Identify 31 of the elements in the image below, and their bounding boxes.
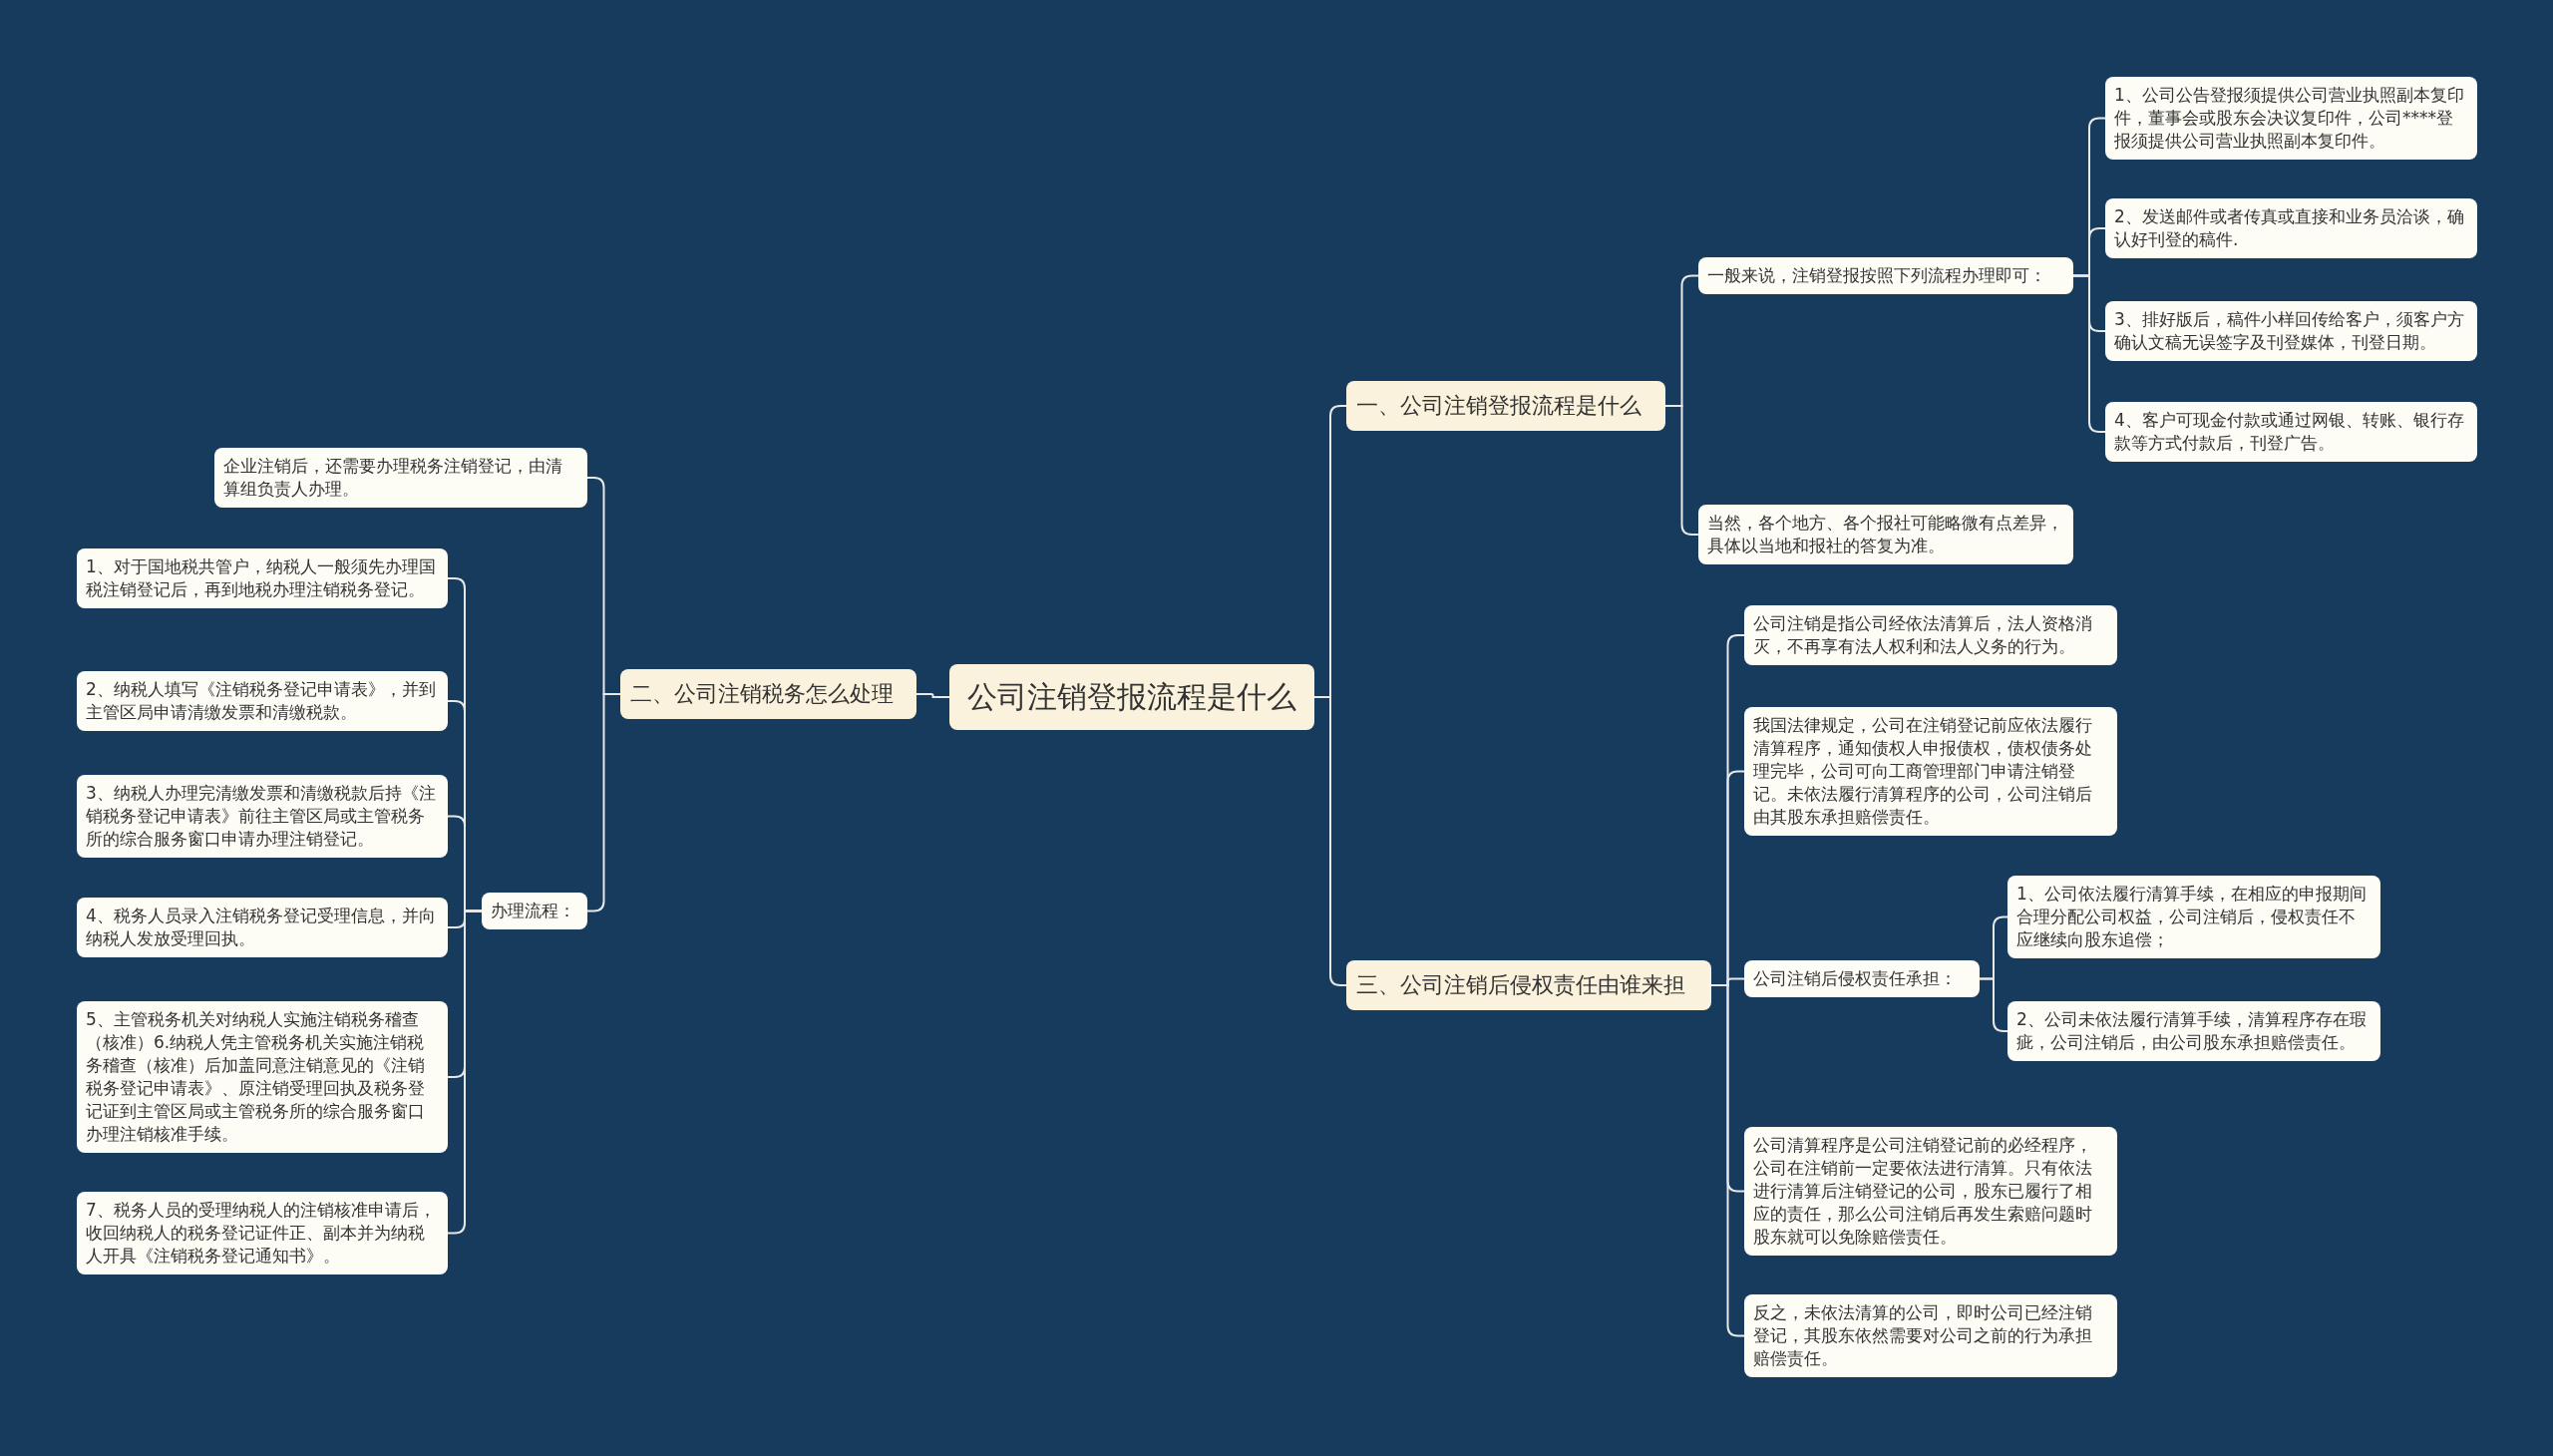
detail-box: 2、公司未依法履行清算手续，清算程序存在瑕疵，公司注销后，由公司股东承担赔偿责任。 xyxy=(2007,1001,2380,1061)
detail-box: 3、排好版后，稿件小样回传给客户，须客户方确认文稿无误签字及刊登媒体，刊登日期。 xyxy=(2105,301,2477,361)
connector-line xyxy=(1313,696,1347,986)
detail-box: 4、客户可现金付款或通过网银、转账、银行存款等方式付款后，刊登广告。 xyxy=(2105,402,2477,462)
connector-line xyxy=(586,693,621,912)
branch-topic-box: 三、公司注销后侵权责任由谁来担 xyxy=(1346,960,1711,1010)
detail-box: 2、发送邮件或者传真或直接和业务员洽谈，确认好刊登的稿件. xyxy=(2105,198,2477,258)
subtopic-box: 一般来说，注销登报按照下列流程办理即可： xyxy=(1698,257,2073,294)
detail-box: 当然，各个地方、各个报社可能略微有点差异，具体以当地和报社的答复为准。 xyxy=(1698,505,2073,564)
detail-box: 公司注销是指公司经依法清算后，法人资格消灭，不再享有法人权利和法人义务的行为。 xyxy=(1744,605,2117,665)
detail-box: 企业注销后，还需要办理税务注销登记，由清算组负责人办理。 xyxy=(214,448,587,508)
branch-topic-box: 一、公司注销登报流程是什么 xyxy=(1346,381,1665,431)
detail-box: 1、公司依法履行清算手续，在相应的申报期间合理分配公司权益，公司注销后，侵权责任不应继续向股东追偿； xyxy=(2007,876,2380,958)
detail-box: 公司清算程序是公司注销登记前的必经程序，公司在注销前一定要依法进行清算。只有依法进行清算后注销登记的公司，股东已履行了相应的责任，那么公司注销后再发生索赔问题时股东就可以免除赔偿责任。 xyxy=(1744,1127,2117,1256)
detail-box: 4、税务人员录入注销税务登记受理信息，并向纳税人发放受理回执。 xyxy=(77,898,448,957)
connector-line xyxy=(1664,405,1699,536)
connector-line xyxy=(447,910,483,1235)
detail-box: 反之，未依法清算的公司，即时公司已经注销登记，其股东依然需要对公司之前的行为承担赔偿责任。 xyxy=(1744,1294,2117,1377)
detail-box: 我国法律规定，公司在注销登记前应依法履行清算程序，通知债权人申报债权，债权债务处理完毕，公司可向工商管理部门申请注销登记。未依法履行清算程序的公司，公司注销后由其股东承担赔偿责任。 xyxy=(1744,707,2117,836)
detail-box: 1、对于国地税共管户，纳税人一般须先办理国税注销登记后，再到地税办理注销税务登记。 xyxy=(77,548,448,608)
connector-line xyxy=(1979,977,2008,1032)
connector-line xyxy=(915,693,950,698)
detail-box: 2、纳税人填写《注销税务登记申请表》，并到主管区局申请清缴发票和清缴税款。 xyxy=(77,671,448,731)
branch-topic-box: 二、公司注销税务怎么处理 xyxy=(620,669,916,719)
detail-box: 1、公司公告登报须提供公司营业执照副本复印件，董事会或股东会决议复印件，公司****登报须提供公司营业执照副本复印件。 xyxy=(2105,77,2477,160)
central-topic-box: 公司注销登报流程是什么 xyxy=(949,664,1314,730)
subtopic-box: 公司注销后侵权责任承担： xyxy=(1744,960,1980,997)
detail-box: 7、税务人员的受理纳税人的注销核准申请后，收回纳税人的税务登记证件正、副本并为纳税人开具《注销税务登记通知书》。 xyxy=(77,1192,448,1274)
subtopic-box: 办理流程： xyxy=(482,893,587,929)
detail-box: 5、主管税务机关对纳税人实施注销税务稽查（核准）6.纳税人凭主管税务机关实施注销税务稽查（核准）后加盖同意注销意见的《注销税务登记申请表》、原注销受理回执及税务登记证到主管区局或主管税务所的综合服务窗口办理注销核准手续。 xyxy=(77,1001,448,1153)
detail-box: 3、纳税人办理完清缴发票和清缴税款后持《注销税务登记申请表》前往主管区局或主管税务所的综合服务窗口申请办理注销登记。 xyxy=(77,775,448,858)
